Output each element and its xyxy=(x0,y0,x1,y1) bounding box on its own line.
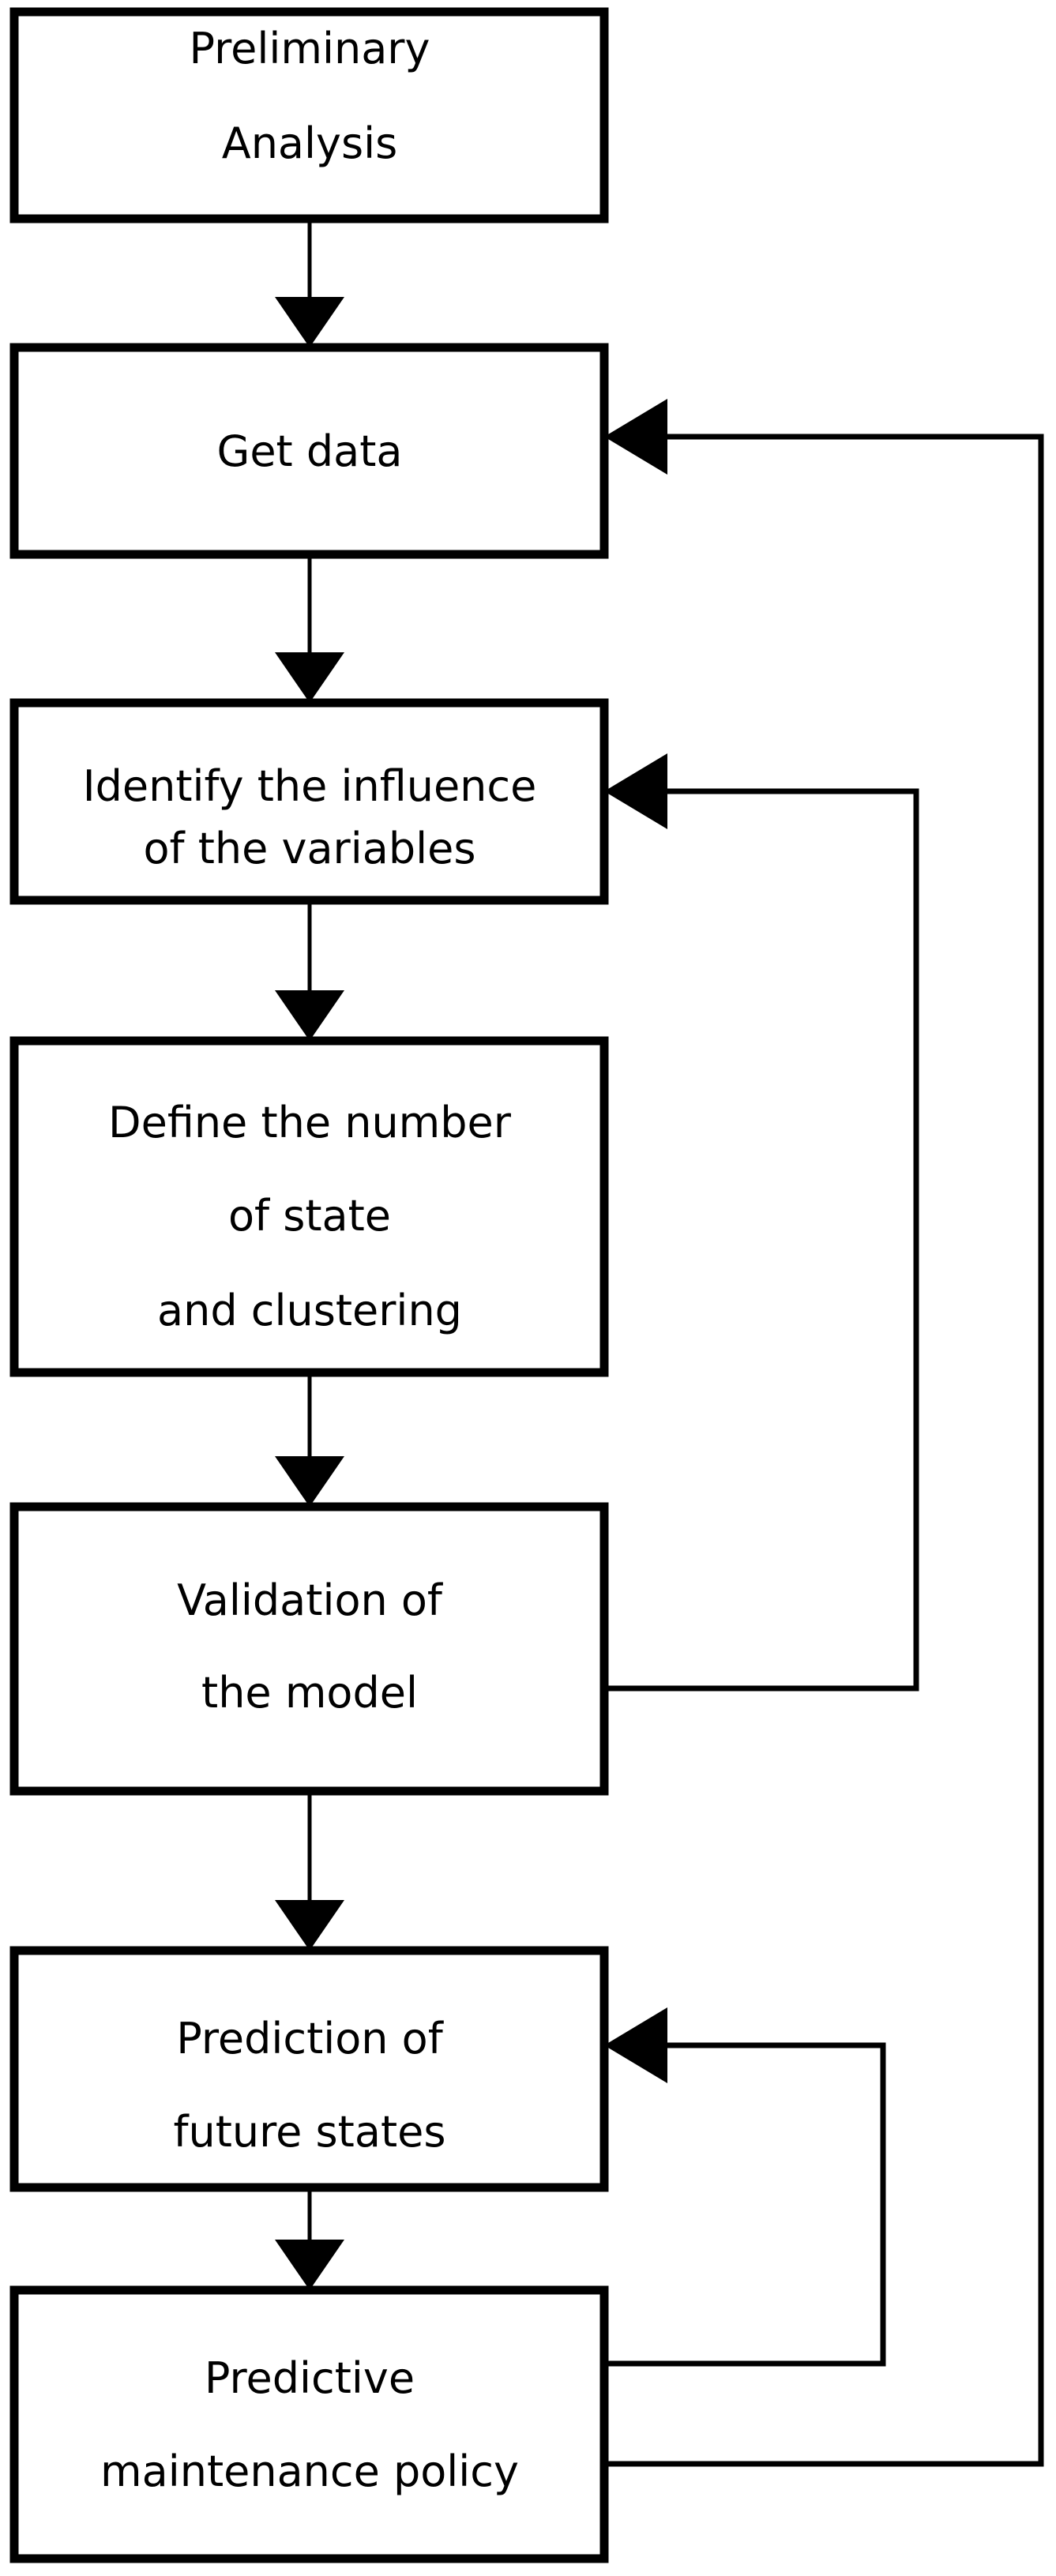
node-validation-model-label-line-2: the model xyxy=(201,1668,418,1718)
edge-preliminary-to-getdata xyxy=(275,219,344,347)
node-predictive-maintenance-policy-label-line-2: maintenance policy xyxy=(100,2446,519,2496)
feedback-policy-to-prediction-line xyxy=(604,2042,886,2367)
node-get-data[interactable]: Get data xyxy=(9,343,609,559)
node-preliminary-analysis-box[interactable] xyxy=(9,7,609,223)
node-predictive-maintenance-policy-box[interactable] xyxy=(9,2285,609,2563)
edge-getdata-to-identify-arrowhead xyxy=(275,652,344,703)
node-validation-model-box[interactable] xyxy=(9,1502,609,1796)
node-validation-model[interactable]: Validation of the model xyxy=(9,1502,609,1796)
edge-identify-to-define xyxy=(275,900,344,1041)
edge-preliminary-to-getdata-arrowhead xyxy=(275,297,344,347)
feedback-validation-to-identify xyxy=(604,753,919,1692)
node-get-data-box[interactable] xyxy=(9,343,609,559)
node-preliminary-analysis-label-line-1: Preliminary xyxy=(190,24,430,73)
node-identify-influence-box[interactable] xyxy=(9,698,609,905)
node-predictive-maintenance-policy-label-line-1: Predictive xyxy=(205,2353,415,2403)
feedback-policy-to-getdata-line xyxy=(604,434,1044,2467)
node-define-states-label-line-1: Define the number xyxy=(108,1098,512,1147)
edge-define-to-validation xyxy=(275,1372,344,1507)
node-define-states-label-line-3: and clustering xyxy=(157,1286,462,1335)
node-identify-influence-label-line-1: Identify the influence xyxy=(83,761,537,811)
edge-prediction-to-policy xyxy=(275,2187,344,2290)
feedback-policy-to-prediction xyxy=(604,2007,886,2367)
node-prediction-future-states-label-line-1: Prediction of xyxy=(176,2014,444,2063)
edge-validation-to-prediction-arrowhead xyxy=(275,1900,344,1951)
node-predictive-maintenance-policy[interactable]: Predictive maintenance policy xyxy=(9,2285,609,2563)
edge-prediction-to-policy-arrowhead xyxy=(275,2240,344,2290)
edge-validation-to-prediction xyxy=(275,1791,344,1951)
node-prediction-future-states-label-line-2: future states xyxy=(174,2107,446,2157)
feedback-policy-to-prediction-arrowhead xyxy=(604,2007,667,2083)
edge-getdata-to-identify xyxy=(275,554,344,703)
edge-define-to-validation-arrowhead xyxy=(275,1456,344,1507)
node-preliminary-analysis[interactable]: Preliminary Analysis xyxy=(9,7,609,223)
node-define-states-box[interactable] xyxy=(9,1036,609,1377)
node-preliminary-analysis-label-line-2: Analysis xyxy=(222,118,398,168)
node-get-data-label-line-1: Get data xyxy=(216,426,402,476)
node-define-states[interactable]: Define the number of state and clusterin… xyxy=(9,1036,609,1377)
feedback-validation-to-identify-line xyxy=(604,788,919,1692)
edge-identify-to-define-arrowhead xyxy=(275,990,344,1041)
feedback-policy-to-getdata xyxy=(604,399,1044,2467)
feedback-validation-to-identify-arrowhead xyxy=(604,753,667,829)
node-validation-model-label-line-1: Validation of xyxy=(177,1575,444,1625)
node-prediction-future-states[interactable]: Prediction of future states xyxy=(9,1946,609,2192)
node-prediction-future-states-box[interactable] xyxy=(9,1946,609,2192)
node-identify-influence-label-line-2: of the variables xyxy=(144,824,476,873)
node-identify-influence[interactable]: Identify the influence of the variables xyxy=(9,698,609,905)
node-define-states-label-line-2: of state xyxy=(228,1191,391,1241)
feedback-policy-to-getdata-arrowhead xyxy=(604,399,667,475)
